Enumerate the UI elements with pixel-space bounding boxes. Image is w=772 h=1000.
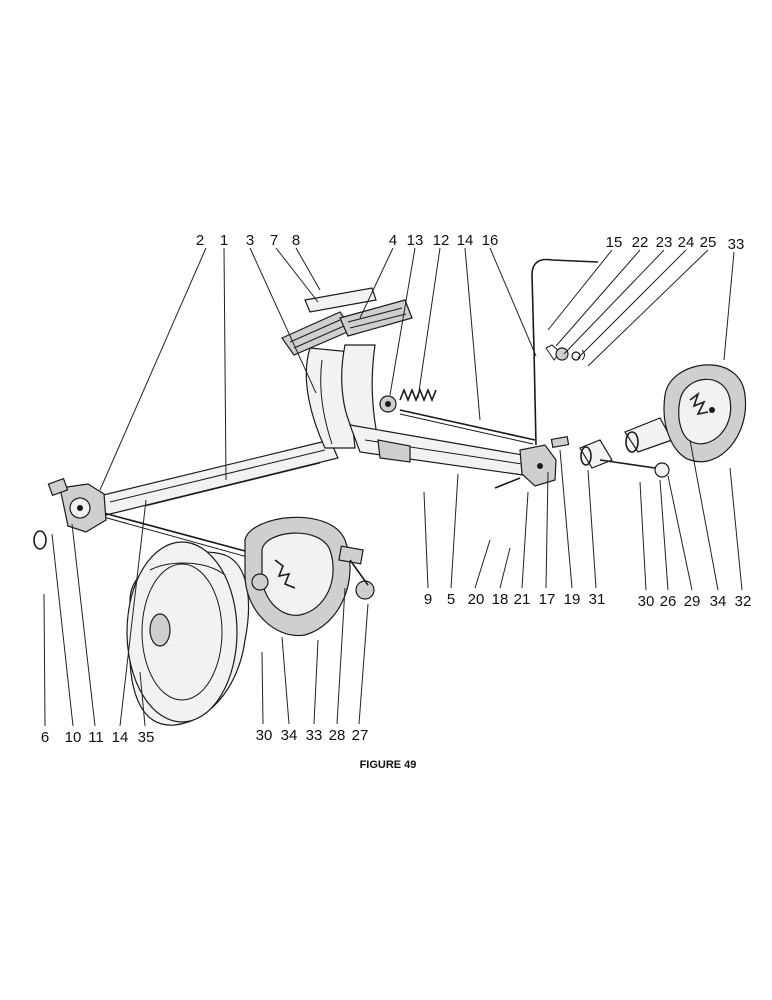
part-label: 28 <box>329 727 346 744</box>
return-spring <box>379 387 437 413</box>
part-label: 9 <box>424 591 432 608</box>
part-label: 19 <box>564 591 581 608</box>
part-labels-top: 2 1 3 7 8 4 13 12 14 16 15 22 23 24 25 3… <box>196 232 745 253</box>
part-label: 6 <box>41 729 49 746</box>
leader-lines <box>43 247 743 727</box>
left-brake-shoe <box>244 516 375 637</box>
figure-caption: FIGURE 49 <box>360 759 417 771</box>
pedal-bracket <box>305 344 379 449</box>
part-label: 15 <box>606 234 623 251</box>
part-label: 33 <box>728 236 745 253</box>
part-label: 30 <box>638 593 655 610</box>
part-label: 34 <box>281 727 298 744</box>
cross-beam <box>349 424 545 479</box>
right-brake-shoe <box>663 364 747 463</box>
part-label: 17 <box>539 591 556 608</box>
part-label: 14 <box>457 232 474 249</box>
part-label: 18 <box>492 591 509 608</box>
cross-shaft <box>94 439 339 517</box>
part-labels-bottom-right: 9 5 20 18 21 17 19 31 30 26 29 34 32 <box>424 591 752 610</box>
part-label: 10 <box>65 729 82 746</box>
part-label: 30 <box>256 727 273 744</box>
left-brake-rod <box>99 511 261 561</box>
right-linkage-block <box>494 435 570 489</box>
part-label: 32 <box>735 593 752 610</box>
part-label: 35 <box>138 729 155 746</box>
brake-pedals <box>281 287 413 356</box>
part-label: 25 <box>700 234 717 251</box>
part-label: 23 <box>656 234 673 251</box>
part-labels-bottom-middle: 30 34 33 28 27 <box>256 727 369 744</box>
part-label: 29 <box>684 593 701 610</box>
part-label: 27 <box>352 727 369 744</box>
part-label: 12 <box>433 232 450 249</box>
left-brake-drum <box>126 541 250 726</box>
part-label: 11 <box>88 729 104 746</box>
part-label: 8 <box>292 232 300 249</box>
part-labels-bottom-left: 6 10 11 14 35 <box>41 729 155 746</box>
part-label: 14 <box>112 729 129 746</box>
part-label: 16 <box>482 232 499 249</box>
part-label: 7 <box>270 232 278 249</box>
part-label: 21 <box>514 591 531 608</box>
part-label: 20 <box>468 591 485 608</box>
part-label: 4 <box>389 232 397 249</box>
part-label: 34 <box>710 593 727 610</box>
part-label: 33 <box>306 727 323 744</box>
right-brake-rod <box>399 409 536 445</box>
hand-lever <box>531 258 599 446</box>
part-label: 22 <box>632 234 649 251</box>
part-label: 2 <box>196 232 204 249</box>
left-lever-fitting <box>33 477 107 550</box>
part-label: 31 <box>589 591 606 608</box>
brake-assembly-drawing <box>33 258 747 726</box>
part-label: 26 <box>660 593 677 610</box>
part-label: 3 <box>246 232 254 249</box>
part-label: 13 <box>407 232 424 249</box>
part-label: 1 <box>220 232 228 249</box>
part-label: 5 <box>447 591 455 608</box>
pins <box>579 417 673 478</box>
part-label: 24 <box>678 234 695 251</box>
